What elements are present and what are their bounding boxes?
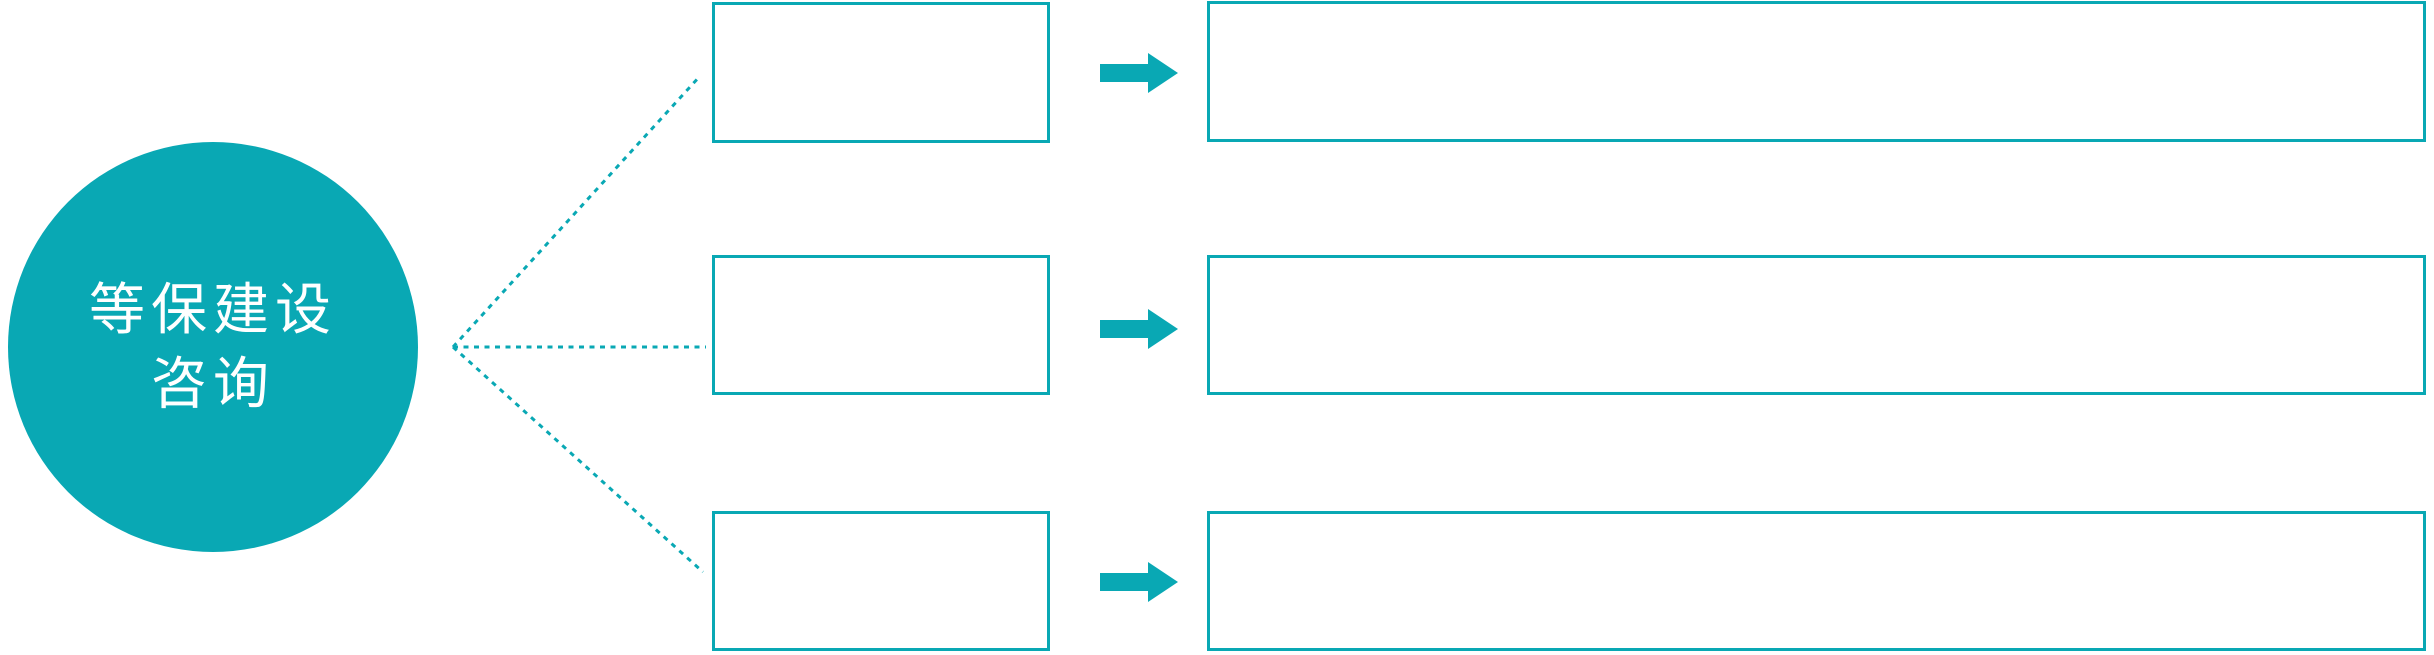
arrow-right-icon [1100,309,1178,349]
dotted-connector-top [451,74,702,349]
center-topic-label-line2: 咨询 [151,352,275,415]
arrow-right-icon [1100,562,1178,602]
dotted-connector-bottom [451,345,705,574]
row-1-small-box [712,2,1050,143]
row-2-large-box [1207,255,2426,395]
center-topic-label-line1: 等保建设 [89,278,337,341]
row-2-small-box [712,255,1050,395]
arrow-right-icon [1100,53,1178,93]
row-1-large-box [1207,1,2426,142]
center-topic-circle: 等保建设 咨询 [8,142,418,552]
row-3-large-box [1207,511,2426,651]
row-3-small-box [712,511,1050,651]
